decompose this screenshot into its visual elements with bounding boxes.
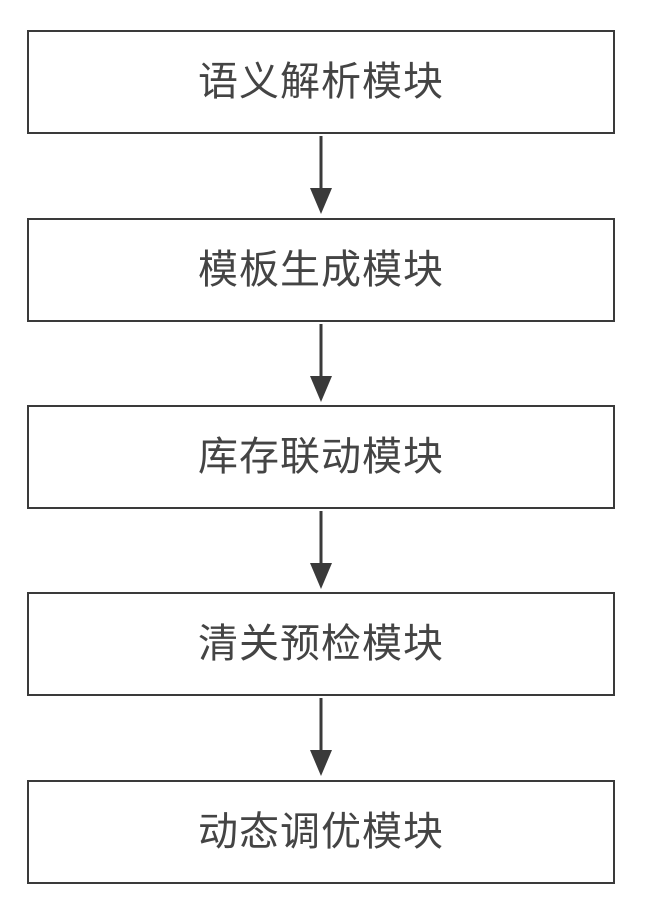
- down-arrow-icon: [306, 511, 336, 591]
- customs-precheck-module-box: 清关预检模块: [27, 592, 615, 696]
- down-arrow-icon: [306, 698, 336, 778]
- semantic-parsing-module-box: 语义解析模块: [27, 30, 615, 134]
- dynamic-optimization-module-box: 动态调优模块: [27, 780, 615, 884]
- module-label: 模板生成模块: [198, 250, 444, 290]
- module-label: 库存联动模块: [198, 437, 444, 477]
- down-arrow-icon: [306, 136, 336, 216]
- template-generation-module-box: 模板生成模块: [27, 218, 615, 322]
- module-label: 清关预检模块: [198, 624, 444, 664]
- down-arrow-icon: [306, 324, 336, 404]
- inventory-linkage-module-box: 库存联动模块: [27, 405, 615, 509]
- module-label: 动态调优模块: [198, 812, 444, 852]
- module-label: 语义解析模块: [198, 62, 444, 102]
